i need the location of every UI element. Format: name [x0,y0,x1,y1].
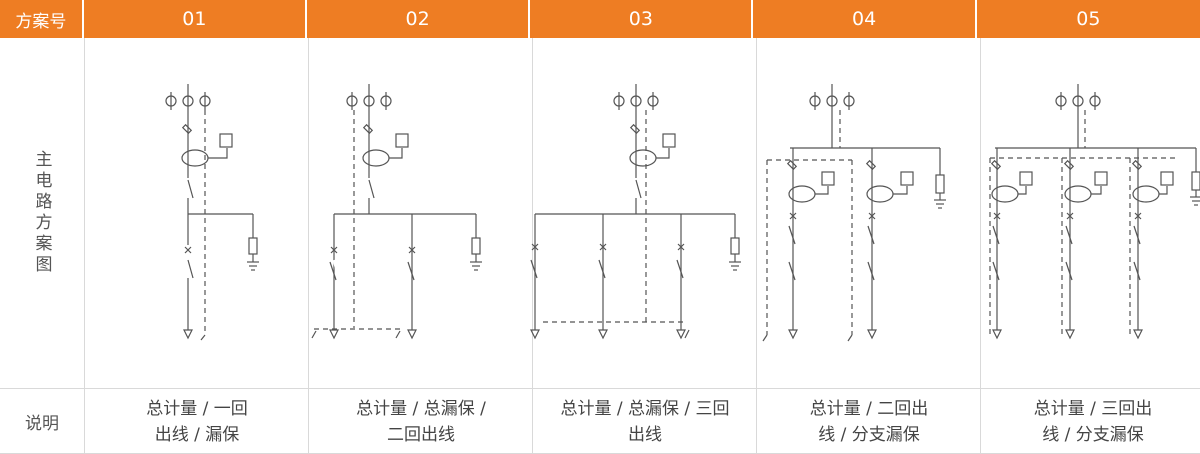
meter-icon [219,133,233,148]
plan-05-diagram [989,84,1200,340]
plan-04-diagram [762,84,946,342]
breaker-icon [1134,212,1142,220]
main-circuit-label-cell: 主电路方案图 [0,38,84,388]
fuse-icon [362,123,374,135]
fuse-icon [990,159,1002,171]
ct-ellipse-icon [629,149,657,167]
col-divider-4 [756,38,757,454]
plan-01-description: 总计量 / 一回出线 / 漏保 [146,399,248,445]
plan-01-diagram [165,84,259,341]
plan-05-description: 总计量 / 三回出线 / 分支漏保 [1033,399,1153,445]
current-transformer-icon [165,84,211,110]
meter-icon [395,133,409,148]
outlet-arrow-icon [1133,329,1143,340]
surge-arrester-icon [1191,171,1200,191]
col-divider-2 [308,38,309,454]
outlet-arrow-icon [676,329,686,340]
ct-ellipse-icon [991,185,1019,203]
outlet-arrow-icon [407,329,417,340]
ct-ellipse-icon [181,149,209,167]
plan-header-05: 05 [976,0,1200,38]
outlet-arrow-icon [788,329,798,340]
breaker-icon [531,243,539,251]
fuse-icon [865,159,877,171]
ct-ellipse-icon [866,185,894,203]
outlet-arrow-icon [530,329,540,340]
breaker-icon [677,243,685,251]
outlet-arrow-icon [992,329,1002,340]
current-transformer-icon [346,84,392,110]
fuse-icon [786,159,798,171]
breaker-icon [1066,212,1074,220]
meter-icon [1094,171,1108,186]
plan-header-02: 02 [306,0,531,38]
plan-02-description: 总计量 / 总漏保 /二回出线 [356,399,486,445]
breaker-icon [408,246,416,254]
meter-icon [900,171,914,186]
surge-arrester-icon [248,237,258,255]
fuse-icon [629,123,641,135]
surge-arrester-icon [730,237,740,255]
col-divider-1 [84,38,85,454]
col-divider-3 [532,38,533,454]
fuse-icon [1131,159,1143,171]
breaker-icon [599,243,607,251]
meter-icon [662,133,676,148]
col-divider-5 [980,38,981,454]
description-label: 说明 [25,413,59,434]
header-row: 方案号 01 02 03 04 05 [0,0,1200,38]
scheme-no-header: 方案号 [0,0,84,38]
breaker-icon [184,246,192,254]
plan-03-description: 总计量 / 总漏保 / 三回出线 [560,399,730,445]
ct-ellipse-icon [1132,185,1160,203]
main-circuit-label: 主电路方案图 [31,150,52,276]
breaker-icon [789,212,797,220]
outlet-arrow-icon [1065,329,1075,340]
plan-04-description: 总计量 / 二回出线 / 分支漏保 [809,399,929,445]
surge-arrester-icon [471,237,481,255]
plan-header-04: 04 [753,0,977,38]
outlet-arrow-icon [329,329,339,340]
ct-ellipse-icon [362,149,390,167]
current-transformer-icon [1055,84,1101,110]
fuse-icon [181,123,193,135]
outlet-arrow-icon [867,329,877,340]
meter-icon [1160,171,1174,186]
breaker-icon [993,212,1001,220]
current-transformer-icon [809,84,855,110]
plan-02-diagram [311,84,482,340]
current-transformer-icon [613,84,659,110]
plan-03-diagram [530,84,741,340]
row-divider [0,388,1200,389]
plan-header-01: 01 [83,0,307,38]
surge-arrester-icon [935,174,945,194]
meter-icon [1019,171,1033,186]
meter-icon [821,171,835,186]
description-label-cell: 说明 [0,389,84,453]
ct-ellipse-icon [1064,185,1092,203]
breaker-icon [330,246,338,254]
switch-icon [187,179,194,199]
breaker-icon [868,212,876,220]
plan-header-03: 03 [530,0,754,38]
outlet-arrow-icon [183,329,193,340]
fuse-icon [1063,159,1075,171]
outlet-arrow-icon [598,329,608,340]
